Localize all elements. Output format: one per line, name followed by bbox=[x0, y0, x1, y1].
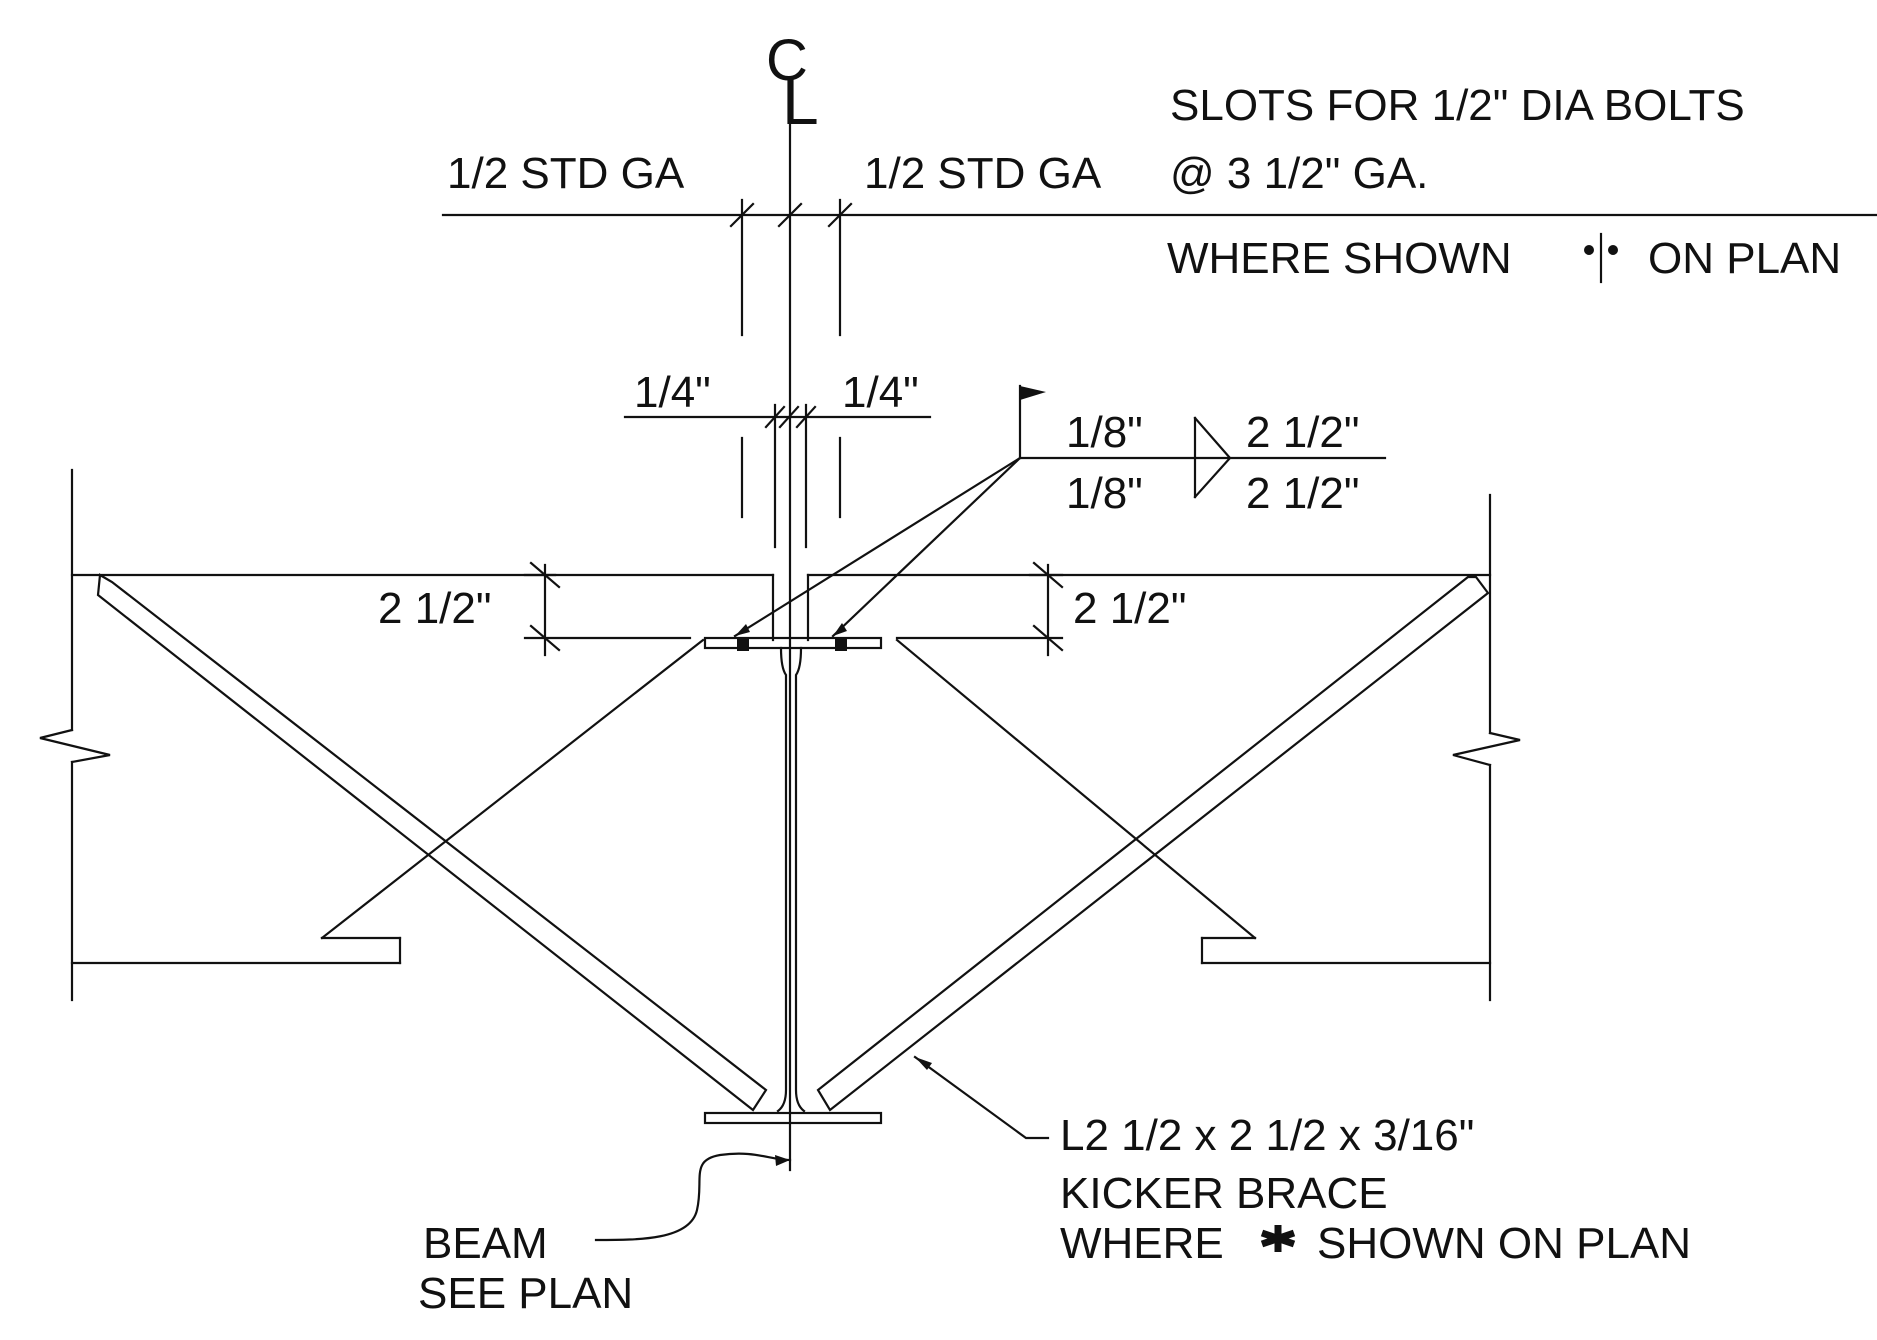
weld-size-bottom: 1/8" bbox=[1066, 469, 1143, 518]
left-joist-outline bbox=[39, 468, 775, 1002]
weld-symbol bbox=[733, 384, 1387, 638]
left-kicker-brace bbox=[96, 573, 768, 1112]
slot-symbol-icon bbox=[1584, 232, 1618, 284]
centerline-l: L bbox=[782, 64, 819, 138]
brace-note-where: WHERE bbox=[1060, 1219, 1224, 1268]
beam-note-line2: SEE PLAN bbox=[418, 1269, 633, 1318]
weld-size-top: 1/8" bbox=[1066, 408, 1143, 457]
where-shown-on-plan-label: ON PLAN bbox=[1648, 234, 1841, 283]
dim-left-label: 2 1/2" bbox=[378, 584, 491, 633]
brace-note-line2: KICKER BRACE bbox=[1060, 1169, 1388, 1218]
beam-section bbox=[703, 636, 883, 1125]
beam-note-line1: BEAM bbox=[423, 1219, 548, 1268]
right-vertical-dimension bbox=[895, 561, 1064, 657]
gage-right-label: 1/2 STD GA bbox=[864, 149, 1102, 198]
centerline-c: C bbox=[766, 28, 808, 93]
weld-length-top: 2 1/2" bbox=[1246, 408, 1359, 457]
gage-left-label: 1/2 STD GA bbox=[447, 149, 685, 198]
slots-note-line1: SLOTS FOR 1/2" DIA BOLTS bbox=[1170, 81, 1745, 130]
brace-note-shown-on-plan: SHOWN ON PLAN bbox=[1317, 1219, 1691, 1268]
brace-leader bbox=[913, 1055, 1050, 1140]
right-kicker-brace bbox=[816, 575, 1490, 1112]
offset-dimension bbox=[623, 403, 932, 549]
left-vertical-dimension bbox=[523, 561, 692, 657]
weld-length-bottom: 2 1/2" bbox=[1246, 469, 1359, 518]
brace-note-line1: L2 1/2 x 2 1/2 x 3/16" bbox=[1060, 1111, 1474, 1160]
centerline-symbol: C L bbox=[766, 28, 819, 138]
right-joist-outline bbox=[806, 493, 1521, 1002]
dim-right-label: 2 1/2" bbox=[1073, 584, 1186, 633]
offset-right-label: 1/4" bbox=[842, 368, 919, 417]
slots-note-line2: @ 3 1/2" GA. bbox=[1170, 149, 1428, 198]
offset-left-label: 1/4" bbox=[634, 368, 711, 417]
gage-dimension bbox=[441, 198, 1877, 337]
where-shown-label: WHERE SHOWN bbox=[1167, 234, 1512, 283]
beam-leader bbox=[594, 1152, 792, 1242]
asterisk-icon bbox=[1260, 1225, 1296, 1252]
